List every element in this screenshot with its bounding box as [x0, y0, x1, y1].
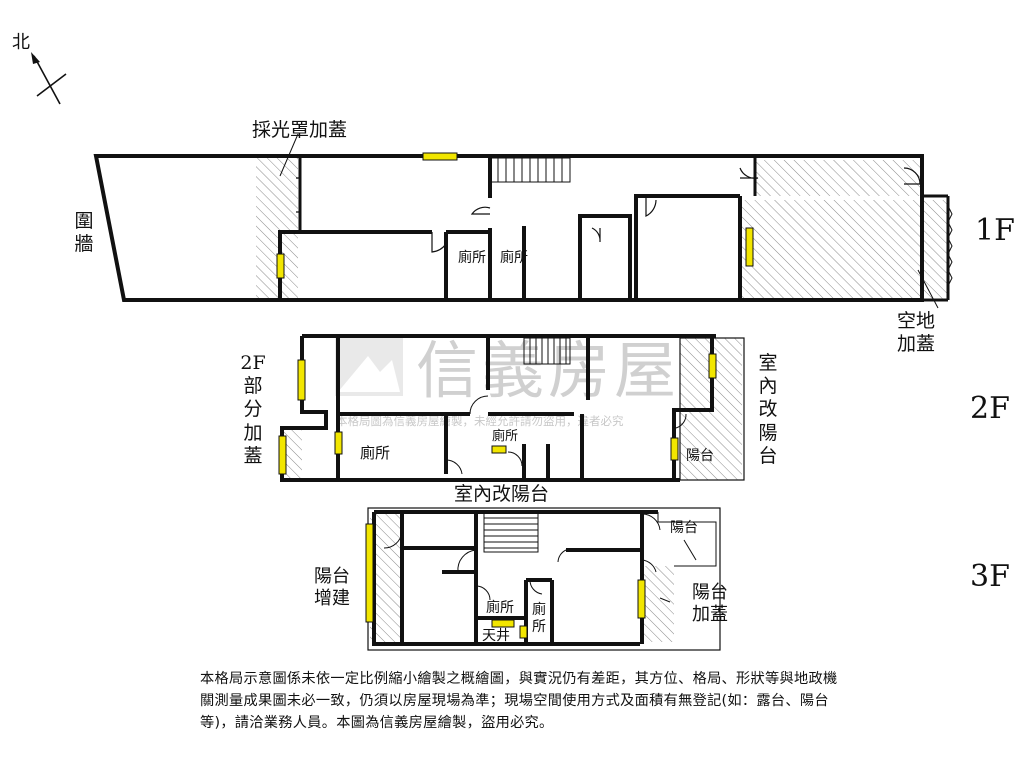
label-f3-toilet-a: 廁所: [486, 599, 514, 616]
floor-label-3f: 3F: [970, 559, 1010, 594]
label-f3-skywell: 天井: [482, 628, 510, 644]
label-f2-toilet-a: 廁所: [360, 444, 390, 462]
watermark: 信義房屋 本格局圖為信義房屋繪製，未經允許請勿盜用，違者必究: [335, 334, 680, 428]
window-icon: [278, 353, 717, 475]
label-f2-toilet-b: 廁所: [492, 428, 518, 444]
label-toilet-1b: 廁所: [500, 249, 528, 266]
label-toilet-1a: 廁所: [458, 249, 486, 266]
floor-1f: [93, 152, 953, 302]
watermark-notice: 本格局圖為信義房屋繪製，未經允許請勿盜用，違者必究: [336, 414, 624, 428]
watermark-logo-icon: [335, 338, 403, 396]
label-f3-toilet-b: 廁所: [532, 602, 546, 636]
disclaimer-text: 本格局示意圖係未依一定比例縮小繪製之概繪圖，與實況仍有差距，其方位、格局、形狀等…: [200, 671, 838, 731]
label-skylight-roof: 採光罩加蓋: [252, 119, 347, 141]
label-f3-balcony-top: 陽台: [670, 520, 698, 536]
floor-3f: [365, 507, 721, 651]
floor-label-2f: 2F: [970, 391, 1010, 426]
label-f2-indoor-balcony-bottom: 室內改陽台: [454, 483, 549, 505]
label-f3-balcony-ext: 陽台增建: [314, 566, 350, 609]
label-f2-indoor-balcony-right: 室內改陽台: [758, 352, 778, 467]
watermark-brand: 信義房屋: [416, 334, 680, 407]
window-icon: [365, 523, 646, 639]
north-arrow-icon: [31, 52, 67, 105]
label-open-land-roof: 空地加蓋: [896, 310, 935, 356]
north-label: 北: [12, 32, 30, 53]
floor-2f: [278, 334, 745, 482]
label-f3-balcony-roof: 陽台加蓋: [692, 582, 728, 625]
window-icon: [276, 152, 754, 279]
floor-label-1f: 1F: [975, 213, 1015, 248]
label-fence-wall: 圍牆: [74, 210, 94, 256]
label-f2-partial-roof: 2F部分加蓋: [240, 352, 266, 467]
label-f2-balcony: 陽台: [686, 448, 714, 464]
